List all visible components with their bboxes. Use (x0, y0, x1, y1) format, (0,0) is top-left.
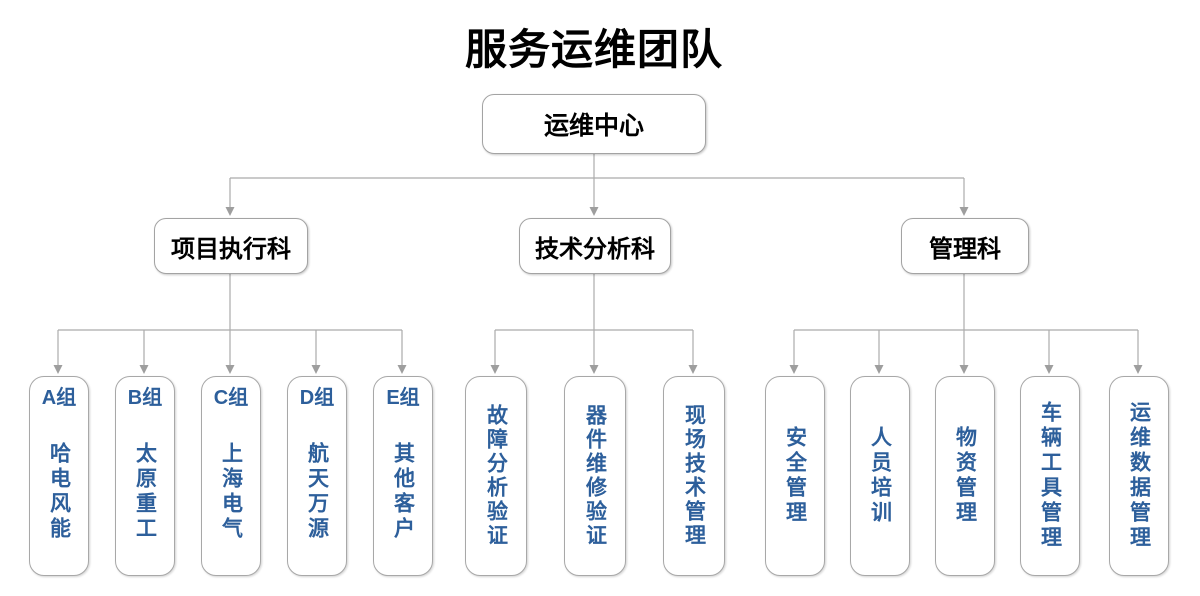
leaf-group-label: C组 (213, 387, 249, 409)
leaf-name: 现场技术管理 (682, 404, 706, 548)
leaf-group-c: C组 上海电气 (201, 376, 261, 576)
leaf-name: 车辆工具管理 (1038, 401, 1062, 551)
leaf-name: 器件维修验证 (583, 404, 607, 548)
arrow-down-icon (225, 365, 235, 374)
branch-label: 技术分析科 (535, 235, 655, 263)
leaf-group-a: A组 哈电风能 (29, 376, 89, 576)
leaf-name: 故障分析验证 (484, 404, 508, 548)
arrow-down-icon (139, 365, 149, 374)
arrow-down-icon (959, 207, 969, 216)
leaf-component-repair-verification: 器件维修验证 (564, 376, 626, 576)
leaf-name: 上海电气 (219, 441, 243, 542)
arrow-down-icon (397, 365, 407, 374)
leaf-material-management: 物资管理 (935, 376, 995, 576)
arrow-down-icon (789, 365, 799, 374)
branch-label: 项目执行科 (171, 235, 291, 263)
leaf-name: 物资管理 (953, 426, 977, 526)
arrow-down-icon (1044, 365, 1054, 374)
arrow-down-icon (589, 207, 599, 216)
leaf-name: 安全管理 (783, 426, 807, 526)
leaf-field-technical-management: 现场技术管理 (663, 376, 725, 576)
leaf-group-e: E组 其他客户 (373, 376, 433, 576)
arrow-down-icon (53, 365, 63, 374)
arrow-down-icon (959, 365, 969, 374)
tier2-arrowheads (53, 365, 1143, 374)
chart-title: 服务运维团队 (464, 26, 723, 73)
arrow-down-icon (589, 365, 599, 374)
arrow-down-icon (1133, 365, 1143, 374)
leaf-fault-analysis-verification: 故障分析验证 (465, 376, 527, 576)
arrow-down-icon (225, 207, 235, 216)
leaf-group-label: A组 (41, 387, 77, 409)
leaf-vehicle-tool-management: 车辆工具管理 (1020, 376, 1080, 576)
leaf-name: 太原重工 (133, 441, 157, 542)
leaf-group-label: D组 (299, 387, 335, 409)
arrow-down-icon (874, 365, 884, 374)
tier1-arrowheads (225, 207, 969, 216)
tier2-connectors (57, 272, 1139, 365)
leaf-safety-management: 安全管理 (765, 376, 825, 576)
org-node-root: 运维中心 (482, 94, 706, 154)
branch-label: 管理科 (929, 235, 1001, 263)
leaf-name: 人员培训 (868, 426, 892, 526)
root-label: 运维中心 (543, 112, 644, 140)
branch-technical-analysis: 技术分析科 (519, 218, 671, 274)
arrow-down-icon (311, 365, 321, 374)
branch-project-execution: 项目执行科 (154, 218, 308, 274)
branch-management: 管理科 (901, 218, 1029, 274)
leaf-name: 运维数据管理 (1127, 401, 1151, 551)
leaf-name: 航天万源 (305, 441, 329, 542)
arrow-down-icon (688, 365, 698, 374)
leaf-name: 其他客户 (391, 441, 415, 542)
leaf-group-d: D组 航天万源 (287, 376, 347, 576)
leaf-om-data-management: 运维数据管理 (1109, 376, 1169, 576)
leaf-group-label: E组 (386, 387, 420, 409)
tier1-connectors (229, 152, 965, 208)
leaf-name: 哈电风能 (47, 441, 71, 542)
leaf-group-b: B组 太原重工 (115, 376, 175, 576)
leaf-group-label: B组 (127, 387, 163, 409)
leaf-personnel-training: 人员培训 (850, 376, 910, 576)
arrow-down-icon (490, 365, 500, 374)
